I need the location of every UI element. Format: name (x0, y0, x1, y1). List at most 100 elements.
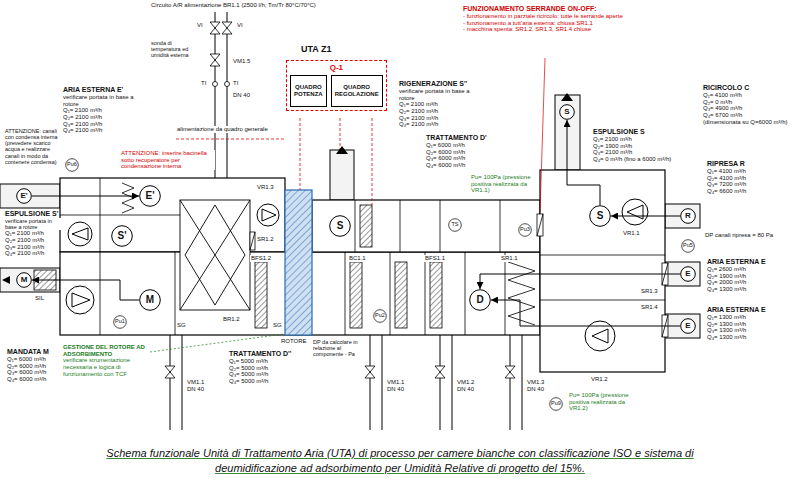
node-label: E (685, 322, 690, 330)
heat-recovery-exchanger (180, 200, 250, 310)
circle-outline (448, 218, 462, 232)
node-label: M (146, 295, 154, 305)
label-group: VM1.1DN 40 (186, 379, 205, 392)
valve (505, 366, 515, 378)
note-text: Q₁= 2100 m³/h (592, 136, 633, 143)
note-text: alimentazione da quadro generale (176, 126, 269, 133)
node-label: QUADRO REGOLAZIONE (335, 84, 379, 98)
note-text: Q₂= 0 m³/h (702, 99, 733, 106)
note-text: Q₁= 2100 m³/h (398, 101, 439, 108)
circle-outline (140, 186, 161, 207)
fan (622, 199, 648, 225)
node-label: Pu9 (551, 401, 561, 407)
label-group: VM1.5 (232, 58, 251, 65)
fan (72, 293, 90, 307)
valve (210, 54, 220, 66)
label-group: DP da calcolare in relazione al componen… (312, 339, 366, 357)
fan (592, 329, 608, 343)
circle-outline (680, 208, 696, 224)
node-label: Pu6 (67, 162, 77, 168)
circle-outline (330, 216, 351, 237)
fan (66, 199, 648, 351)
instrument-bubble: Pu3 (518, 223, 532, 237)
valve (210, 22, 220, 34)
note-text: TRATTAMENTO D' (425, 134, 488, 142)
fan (257, 204, 279, 226)
note-text: TI (232, 80, 239, 87)
heat-recovery-exchanger (180, 200, 250, 310)
section-divider (540, 255, 665, 256)
node-label: R (685, 212, 691, 220)
coil (395, 262, 407, 328)
pipe (170, 12, 522, 430)
note-text: sonda di temperatura ed umidità esterna (150, 40, 196, 58)
circle-outline (114, 316, 127, 329)
note-text: Q₃= 5000 m³/h (228, 371, 269, 378)
circle-outline (519, 224, 532, 237)
note-text: Q₃= 6000 m³/h (6, 369, 47, 376)
instrument-bubble: Pu1 (113, 315, 127, 329)
note-text: ESPULSIONE S' (4, 210, 59, 218)
note-text: GESTIONE DEL ROTORE AD ADSORBIMENTO (62, 344, 146, 357)
label-group: TI (200, 80, 207, 87)
note-text: Q₃= 6000 m³/h (425, 155, 466, 162)
instrument-bubble: Pu2 (373, 309, 387, 323)
note-text: Q₄= 1300 m³/h (706, 286, 747, 293)
fan (262, 209, 276, 221)
node-label: E' (20, 192, 27, 200)
circle-outline (113, 315, 127, 329)
note-text: Q₄= 0 m³/h (fino a 6000 m³/h) (592, 156, 672, 163)
circle-outline (65, 158, 79, 172)
note-text: Q₄= 2100 m³/h (62, 127, 103, 134)
note-text: Q₂= 1900 m³/h (592, 143, 633, 150)
valve (435, 366, 445, 378)
note-text: RIGENERAZIONE S'' (398, 80, 468, 88)
section-divider (540, 300, 665, 301)
label-group: VI (196, 22, 204, 29)
flow-circle: S' (111, 225, 133, 247)
label-group: RIGENERAZIONE S''verificare portata in b… (398, 80, 488, 128)
note-text: SIL (34, 295, 45, 302)
note-text: Q₁= 4100 m³/h (702, 92, 743, 99)
control-wiring (372, 118, 373, 205)
leader-line (150, 334, 284, 352)
note-text: SR1.3 (640, 288, 659, 295)
valve (165, 366, 175, 378)
flow-tag: R (680, 208, 696, 224)
circle-outline (111, 225, 133, 247)
flow-circle: S (329, 215, 351, 237)
valve (365, 366, 375, 378)
label-group: VR1.2 (590, 376, 609, 383)
instrument-bubble: TS (448, 218, 462, 232)
note-text: Q₃= 1300 m³/h (706, 327, 747, 334)
damper (250, 232, 255, 250)
coil (360, 205, 372, 247)
note-text: VM1.1 (386, 379, 405, 386)
label-group: FUNZIONAMENTO SERRANDE ON-OFF:- funziona… (462, 5, 667, 33)
circle-outline (549, 397, 563, 411)
note-text: DN 40 (526, 386, 545, 393)
circle-outline (680, 266, 696, 282)
desiccant-rotor (285, 190, 312, 335)
label-group: VI (236, 22, 244, 29)
note-text: VR1.3 (256, 184, 275, 191)
airflow-arrow (567, 120, 600, 205)
note-text: Q₁= 2600 m³/h (706, 266, 747, 273)
flow-arrow (561, 93, 573, 101)
label-group: BC1.1 (348, 255, 367, 262)
note-text: ATTENZIONE: inserire bacinella sotto rec… (120, 150, 215, 170)
section-divider (345, 252, 346, 335)
note-text: Q₄= 1300 m³/h (706, 334, 747, 341)
note-text: BFS1.2 (250, 255, 272, 262)
note-text: BC1.1 (348, 255, 367, 262)
node-label: S (597, 211, 604, 221)
note-text: VM1.1 (186, 379, 205, 386)
airflow-arrow (32, 280, 139, 300)
label-group: Pu= 100Pa (pressione positiva realizzata… (470, 174, 536, 194)
pipe (170, 12, 522, 430)
note-text: Q₁= 2100 m³/h (62, 107, 103, 114)
section-divider (425, 252, 426, 335)
flow-circle: E' (139, 185, 161, 207)
flow-circle: M (139, 289, 161, 311)
fan (66, 286, 94, 314)
